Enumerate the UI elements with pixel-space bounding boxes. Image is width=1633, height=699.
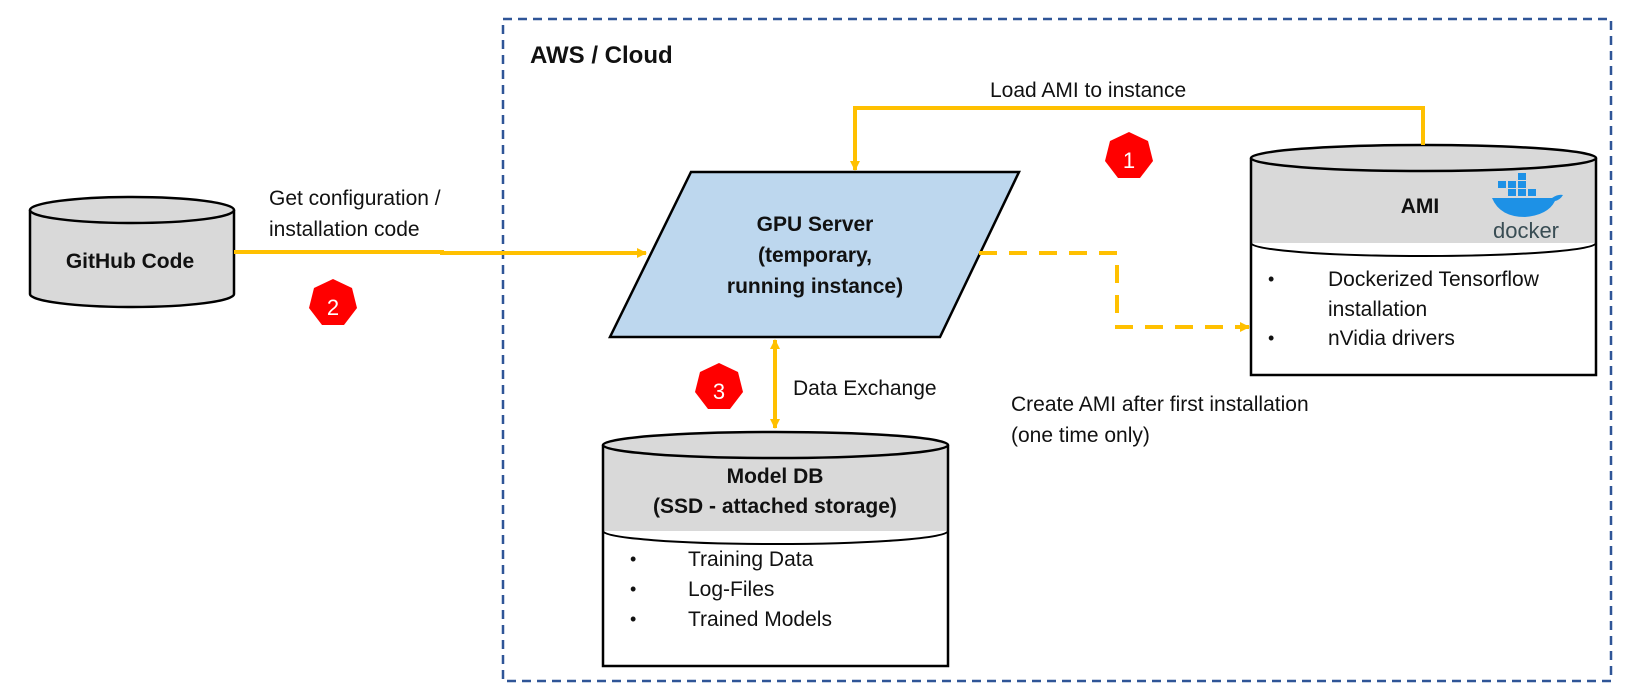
step-badge-2: 2 <box>309 279 357 325</box>
model-db-bullet-3: • <box>630 609 636 629</box>
model-db-bullet-1: • <box>630 549 636 569</box>
gpu-server-line-2: (temporary, <box>758 244 872 267</box>
step-badge-1: 1 <box>1105 132 1153 178</box>
cloud-boundary <box>501 17 1613 683</box>
ami-title: AMI <box>1401 195 1440 218</box>
model-db-title-1: Model DB <box>727 465 824 488</box>
model-db-node: Model DB (SSD - attached storage) • Trai… <box>601 430 950 668</box>
model-db-bullet-2: • <box>630 579 636 599</box>
model-db-item-2: Log-Files <box>688 578 774 601</box>
docker-logo-text: docker <box>1493 218 1559 243</box>
cloud-title: AWS / Cloud <box>530 42 673 69</box>
create-ami-arrow <box>979 251 1250 332</box>
model-db-item-3: Trained Models <box>688 608 832 631</box>
ami-item-3: nVidia drivers <box>1328 327 1455 350</box>
ami-item-2: installation <box>1328 298 1427 321</box>
ami-item-1: Dockerized Tensorflow <box>1328 268 1540 291</box>
ami-node: AMI docker • Dockerized Tensorflow insta… <box>1249 143 1598 377</box>
docker-logo-icon: docker <box>1492 173 1563 243</box>
create-ami-label-1: Create AMI after first installation <box>1011 393 1309 416</box>
gpu-server-line-1: GPU Server <box>757 213 874 236</box>
step-badge-1-label: 1 <box>1123 148 1135 173</box>
gpu-server-line-3: running instance) <box>727 275 903 298</box>
step-badge-3-label: 3 <box>713 379 725 404</box>
get-config-label-2: installation code <box>269 218 420 241</box>
github-code-label: GitHub Code <box>66 250 194 273</box>
step-badge-2-label: 2 <box>327 295 339 320</box>
step-badge-3: 3 <box>695 363 743 409</box>
gpu-server-node: GPU Server (temporary, running instance) <box>607 170 1021 339</box>
ami-bullet-1: • <box>1268 269 1274 289</box>
load-ami-arrow <box>850 106 1425 171</box>
load-ami-label: Load AMI to instance <box>990 79 1186 102</box>
github-code-node: GitHub Code <box>28 195 236 309</box>
github-to-server-arrow <box>234 248 647 258</box>
model-db-title-2: (SSD - attached storage) <box>653 495 897 518</box>
get-config-label-1: Get configuration / <box>269 187 441 210</box>
data-exchange-label: Data Exchange <box>793 377 937 400</box>
create-ami-label-2: (one time only) <box>1011 424 1150 447</box>
ami-bullet-2: • <box>1268 328 1274 348</box>
model-db-item-1: Training Data <box>688 548 814 571</box>
